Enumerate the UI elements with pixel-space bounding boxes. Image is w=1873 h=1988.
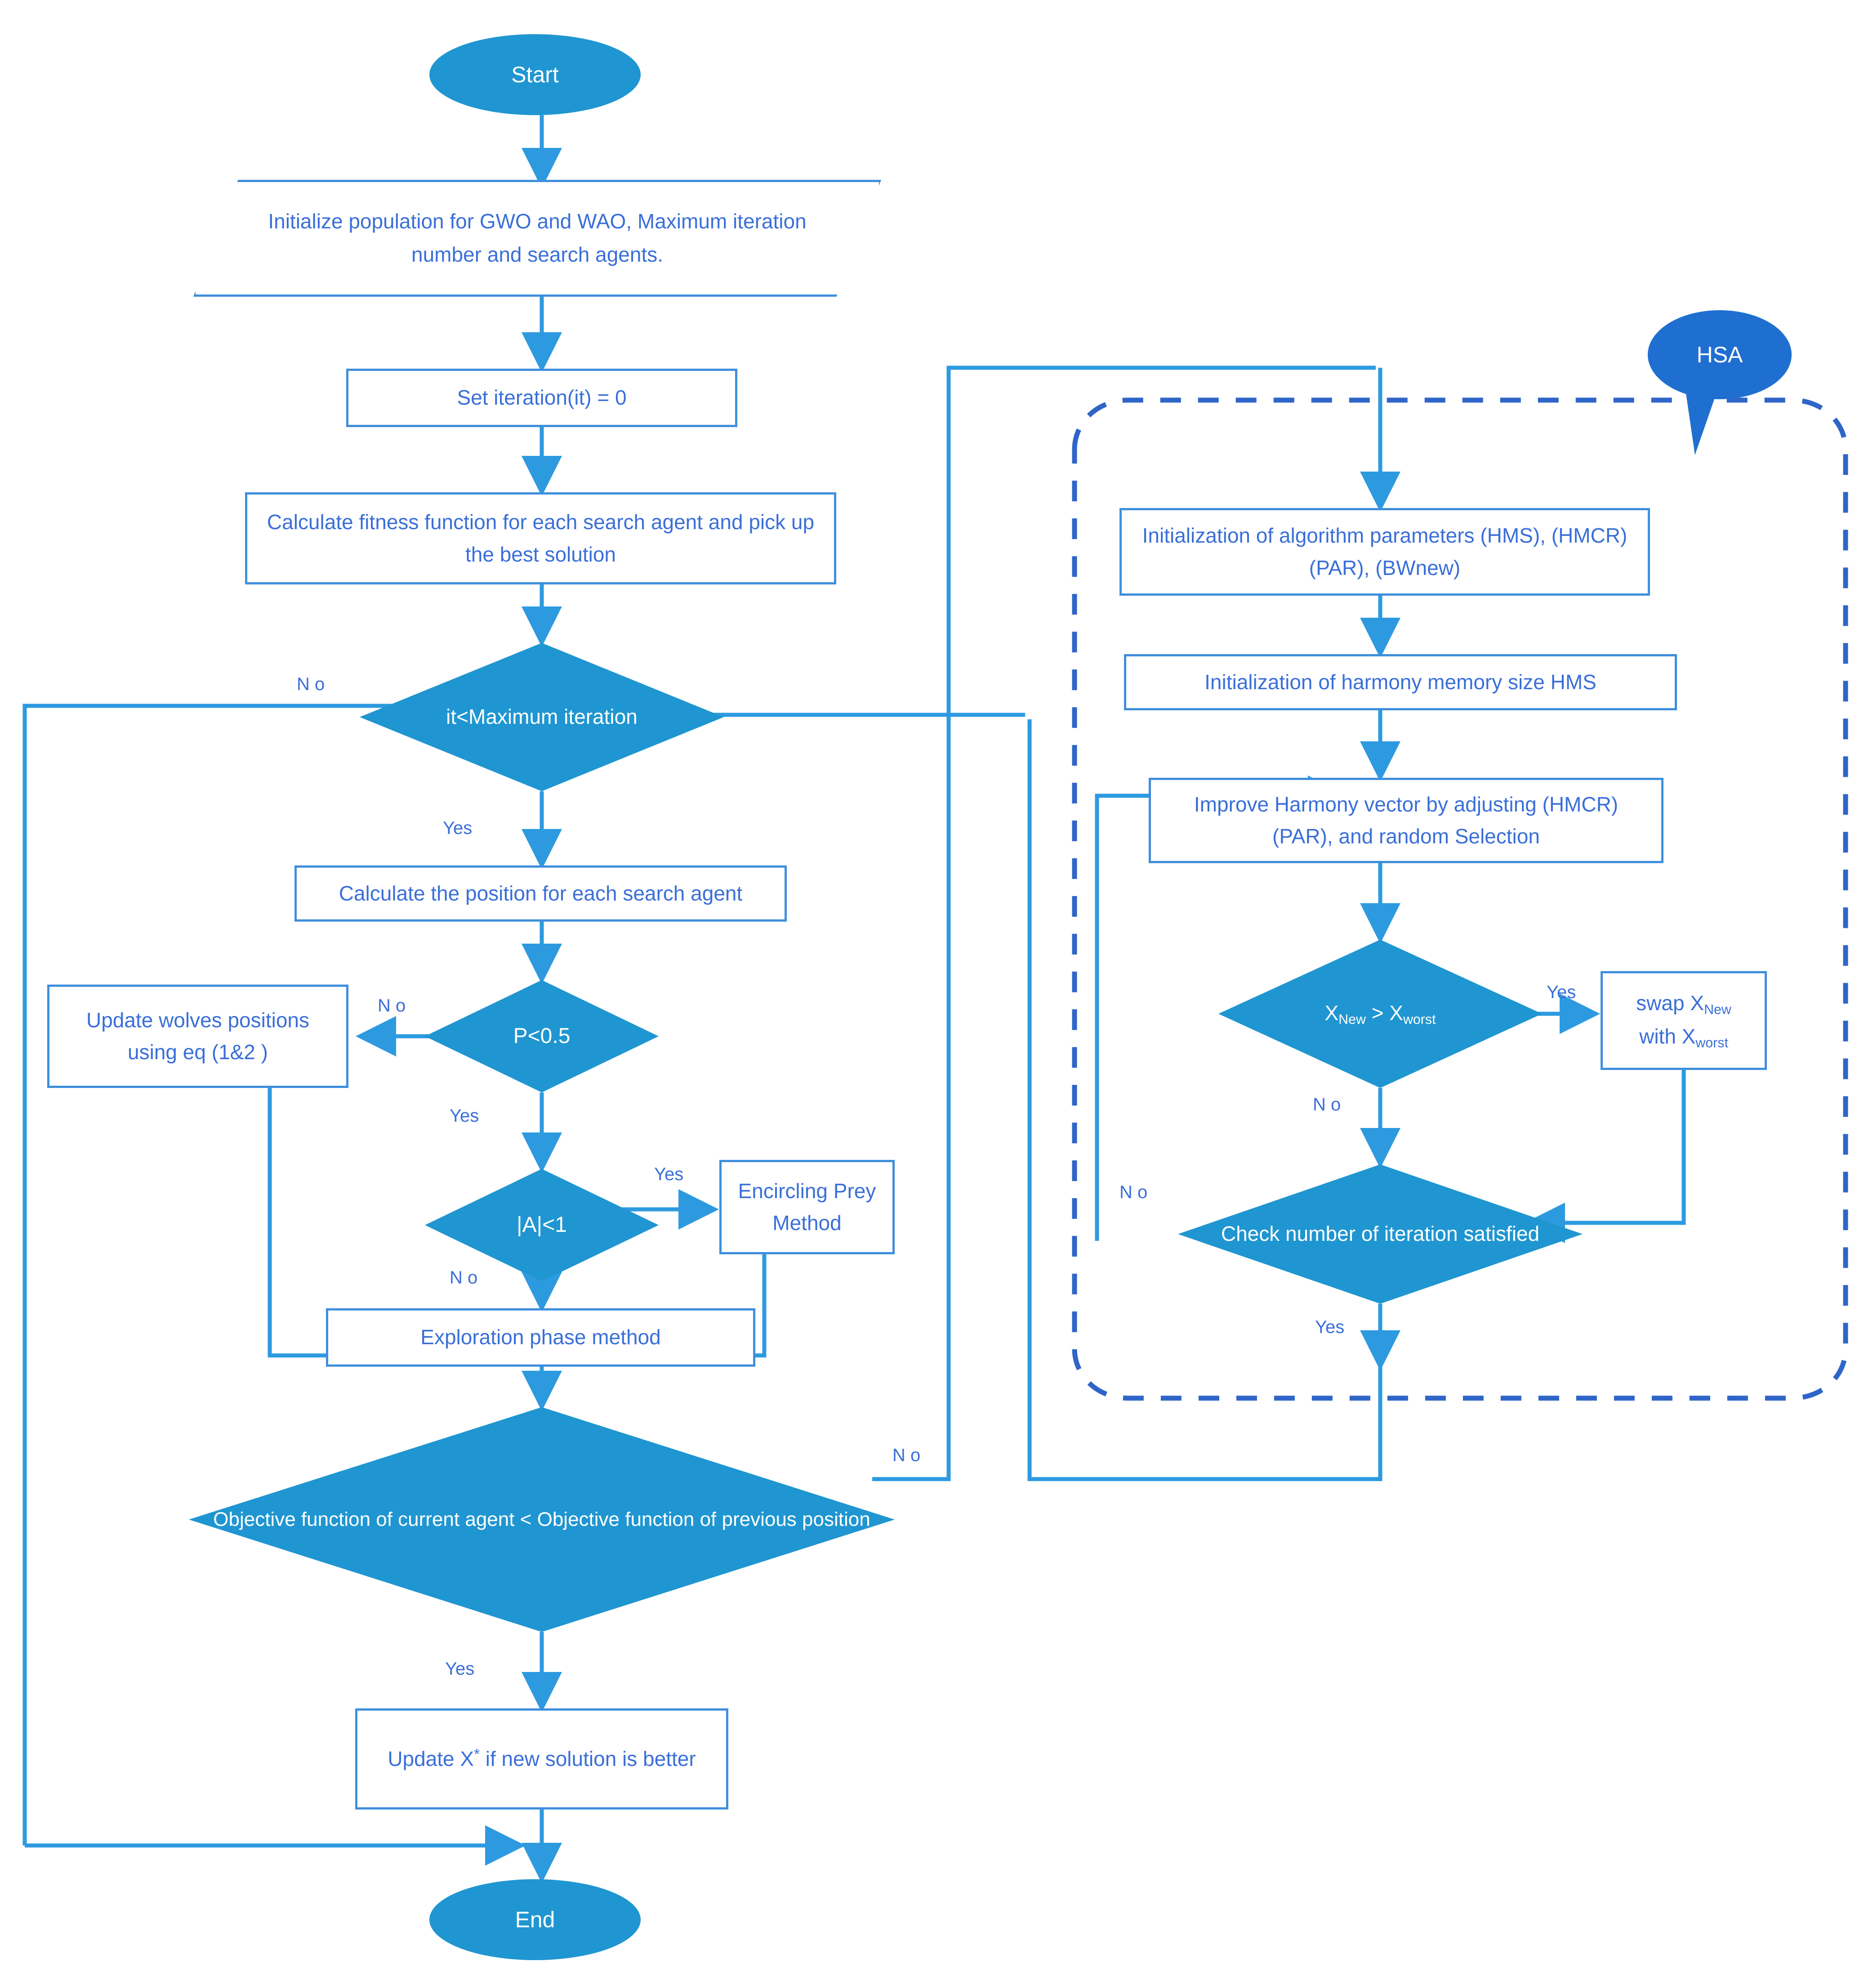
edge-label-it-max-yes: Yes — [443, 818, 473, 838]
hsa-init-parameters-label: Initialization of algorithm parameters (… — [1142, 524, 1628, 579]
hsa-swap-b-sub: worst — [1695, 1035, 1728, 1051]
update-wolves-node[interactable]: Update wolves positions using eq (1&2 ) — [47, 985, 348, 1088]
p-less-than-half-decision[interactable]: P<0.5 — [425, 980, 659, 1092]
update-best-star: * — [474, 1746, 480, 1763]
initialize-population-node[interactable]: Initialize population for GWO and WAO, M… — [193, 180, 881, 297]
hsa-compare-label: XNew > Xworst — [1320, 997, 1440, 1030]
edge-label-hsa-swap-no: N o — [1313, 1095, 1341, 1114]
exploration-phase-node[interactable]: Exploration phase method — [326, 1308, 755, 1367]
hsa-init-hms-node[interactable]: Initialization of harmony memory size HM… — [1124, 654, 1677, 710]
a-less-than-one-label: |A|<1 — [517, 1212, 567, 1237]
end-label: End — [515, 1907, 555, 1932]
edge-label-hsa-check-yes: Yes — [1315, 1317, 1345, 1337]
edge-label-objective-yes: Yes — [445, 1659, 475, 1679]
update-best-solution-label: Update X* if new solution is better — [377, 1743, 706, 1775]
hsa-callout[interactable]: HSA — [1648, 310, 1792, 455]
hsa-boundary — [1072, 397, 1848, 1401]
callout-bubble-shape — [1648, 310, 1792, 399]
set-iteration-label: Set iteration(it) = 0 — [457, 386, 627, 410]
objective-function-label: Objective function of current agent < Ob… — [213, 1508, 870, 1530]
start-terminator[interactable]: Start — [429, 34, 641, 115]
update-best-suffix: if new solution is better — [480, 1747, 696, 1770]
calculate-fitness-label: Calculate fitness function for each sear… — [267, 510, 815, 566]
hsa-swap-label: swap XNew with Xworst — [1625, 987, 1742, 1053]
edge-label-p-yes: Yes — [450, 1106, 479, 1126]
a-less-than-one-decision[interactable]: |A|<1 — [425, 1169, 659, 1281]
hsa-swap-node[interactable]: swap XNew with Xworst — [1601, 971, 1767, 1070]
it-less-than-max-decision[interactable]: it<Maximum iteration — [360, 643, 724, 791]
edge-label-hsa-check-no: N o — [1119, 1182, 1148, 1202]
hsa-compare-worst: worst — [1403, 1012, 1436, 1027]
parallelogram-shape — [193, 180, 881, 297]
hsa-compare-new: New — [1338, 1012, 1366, 1027]
hsa-improve-harmony-node[interactable]: Improve Harmony vector by adjusting (HMC… — [1149, 778, 1663, 863]
edge-label-p-no: N o — [378, 996, 406, 1016]
hsa-swap-a: swap X — [1636, 991, 1704, 1015]
hsa-swap-a-sub: New — [1704, 1002, 1731, 1017]
edge-label-objective-no: N o — [892, 1445, 921, 1465]
encircling-prey-node[interactable]: Encircling Prey Method — [719, 1160, 895, 1254]
hsa-init-hms-label: Initialization of harmony memory size HM… — [1204, 670, 1597, 694]
calculate-position-label: Calculate the position for each search a… — [339, 881, 743, 905]
exploration-phase-label: Exploration phase method — [420, 1325, 661, 1349]
edge-label-it-max-no: N o — [297, 674, 325, 694]
calculate-position-node[interactable]: Calculate the position for each search a… — [294, 865, 787, 922]
update-best-prefix: Update X — [388, 1747, 474, 1770]
p-less-than-half-label: P<0.5 — [513, 1024, 571, 1048]
update-best-solution-node[interactable]: Update X* if new solution is better — [355, 1708, 728, 1810]
hsa-compare-x: X — [1324, 1001, 1339, 1025]
calculate-fitness-node[interactable]: Calculate fitness function for each sear… — [245, 492, 836, 584]
edge-label-a-no: N o — [450, 1268, 478, 1288]
hsa-callout-label: HSA — [1696, 342, 1743, 367]
hsa-improve-harmony-label: Improve Harmony vector by adjusting (HMC… — [1194, 792, 1619, 848]
hsa-check-iteration-decision[interactable]: Check number of iteration satisfied — [1178, 1164, 1583, 1304]
callout-tail — [1685, 387, 1719, 455]
it-less-than-max-label: it<Maximum iteration — [446, 705, 638, 729]
initialize-population-label: Initialize population for GWO and WAO, M… — [268, 209, 807, 266]
objective-function-decision[interactable]: Objective function of current agent < Ob… — [189, 1407, 895, 1632]
hsa-check-iteration-label: Check number of iteration satisfied — [1221, 1222, 1540, 1246]
encircling-prey-label: Encircling Prey Method — [738, 1179, 876, 1235]
hsa-init-parameters-node[interactable]: Initialization of algorithm parameters (… — [1119, 508, 1650, 596]
hsa-compare-decision[interactable]: XNew > Xworst — [1218, 940, 1542, 1088]
hsa-swap-b: with X — [1639, 1025, 1696, 1048]
update-wolves-label: Update wolves positions using eq (1&2 ) — [86, 1008, 310, 1064]
edge-label-hsa-swap-yes: Yes — [1547, 982, 1576, 1002]
end-terminator[interactable]: End — [429, 1879, 641, 1960]
start-label: Start — [511, 62, 559, 87]
set-iteration-node[interactable]: Set iteration(it) = 0 — [346, 369, 737, 427]
edge-label-a-yes: Yes — [654, 1164, 684, 1184]
hsa-compare-gt: > X — [1365, 1001, 1403, 1025]
